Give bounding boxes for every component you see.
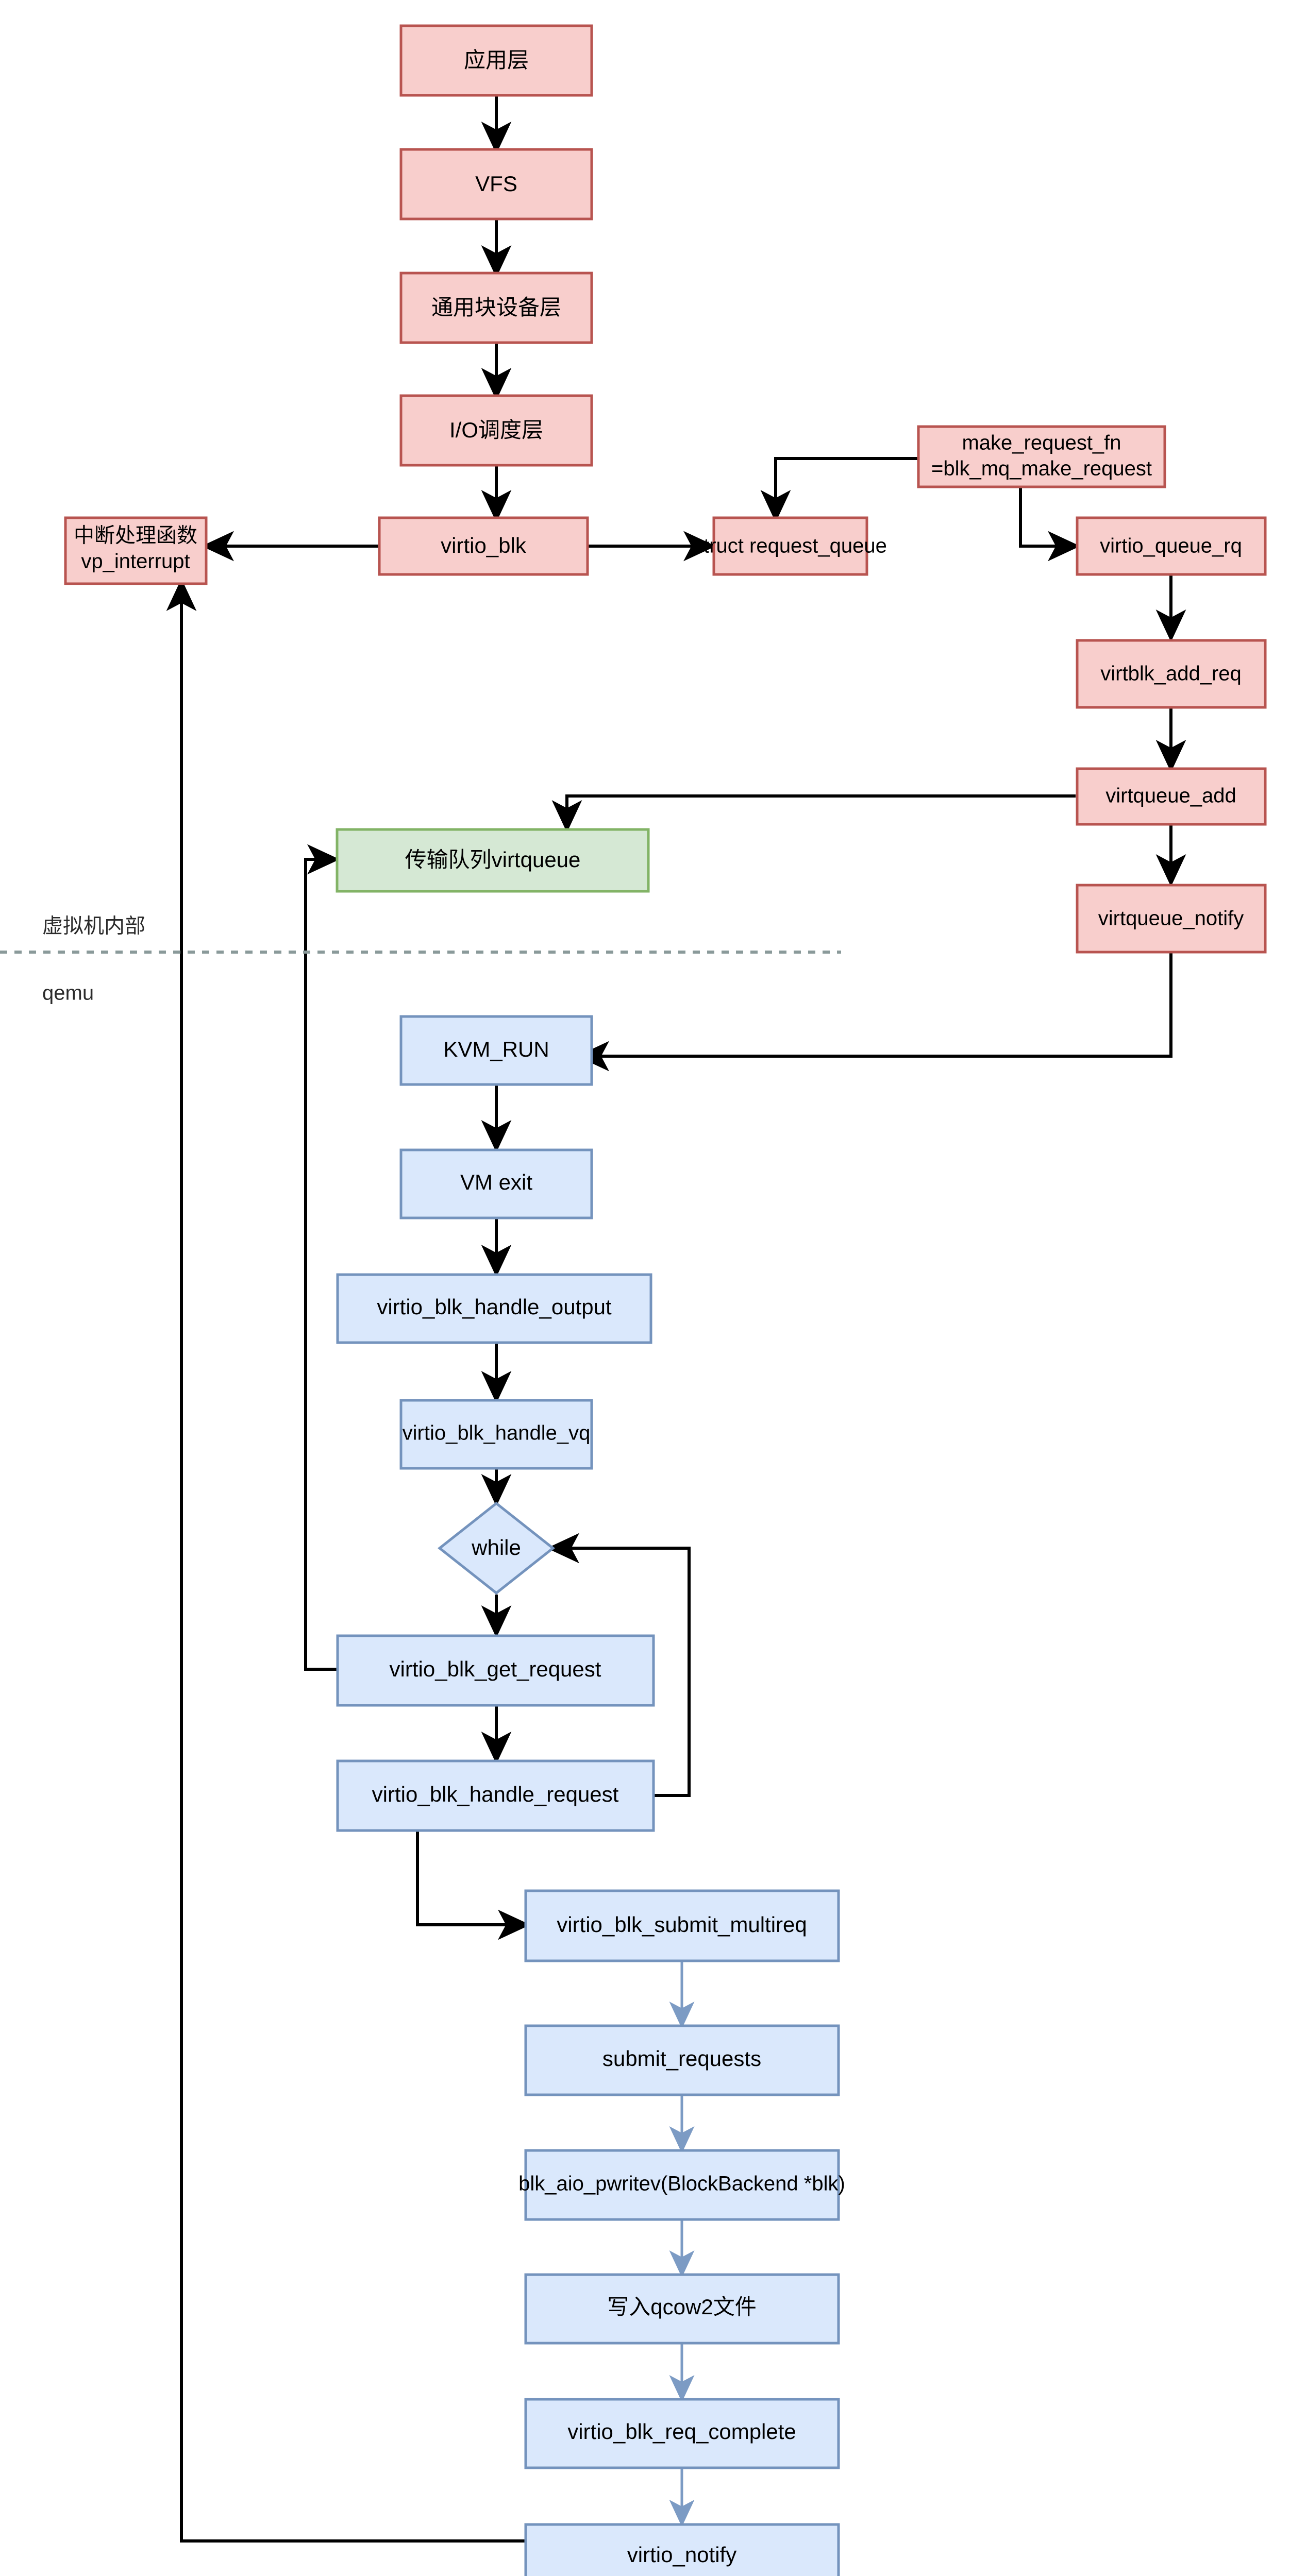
node-virtio-blk-submit-multireq[interactable]: virtio_blk_submit_multireq bbox=[524, 1889, 840, 1962]
node-submit-requests[interactable]: submit_requests bbox=[524, 2024, 840, 2096]
node-label-struct-request-queue: struct request_queue bbox=[693, 535, 887, 557]
node-label-io-scheduler-layer: I/O调度层 bbox=[449, 418, 543, 442]
node-label-blk-aio-pwritev: blk_aio_pwritev(BlockBackend *blk) bbox=[518, 2173, 845, 2195]
node-label-virtblk-add-req: virtblk_add_req bbox=[1100, 663, 1242, 685]
node-label-app-layer: 应用层 bbox=[464, 48, 529, 72]
node-transport-virtqueue[interactable]: 传输队列virtqueue bbox=[336, 828, 650, 893]
node-vm-exit[interactable]: VM exit bbox=[399, 1148, 593, 1219]
node-label-virtio-blk: virtio_blk bbox=[441, 533, 527, 557]
node-label-virtqueue-notify: virtqueue_notify bbox=[1098, 907, 1244, 930]
node-label-while: while bbox=[471, 1535, 521, 1560]
node-struct-request-queue[interactable]: struct request_queue bbox=[693, 516, 887, 576]
node-virtio-notify[interactable]: virtio_notify bbox=[524, 2523, 840, 2576]
node-label-vp-interrupt-line1: 中断处理函数 bbox=[74, 524, 197, 547]
node-virtio-queue-rq[interactable]: virtio_queue_rq bbox=[1076, 516, 1267, 576]
node-label-submit-requests: submit_requests bbox=[602, 2046, 761, 2071]
node-label-virtio-blk-handle-output: virtio_blk_handle_output bbox=[377, 1295, 612, 1319]
node-label-virtio-queue-rq: virtio_queue_rq bbox=[1100, 535, 1242, 557]
node-virtio-blk[interactable]: virtio_blk bbox=[378, 516, 589, 576]
node-label-make-request-fn-line1: make_request_fn bbox=[962, 432, 1121, 454]
node-write-qcow2[interactable]: 写入qcow2文件 bbox=[524, 2273, 840, 2345]
node-generic-block-layer[interactable]: 通用块设备层 bbox=[399, 272, 593, 344]
node-virtblk-add-req[interactable]: virtblk_add_req bbox=[1076, 639, 1267, 709]
node-label-vfs: VFS bbox=[475, 172, 517, 196]
node-vp-interrupt[interactable]: 中断处理函数 vp_interrupt bbox=[64, 516, 208, 585]
edge-get-request-to-transport-virtqueue bbox=[304, 844, 340, 1671]
node-vfs[interactable]: VFS bbox=[399, 148, 593, 221]
node-label-make-request-fn-line2: =blk_mq_make_request bbox=[931, 457, 1152, 480]
node-virtqueue-add[interactable]: virtqueue_add bbox=[1076, 767, 1267, 826]
node-label-vm-exit: VM exit bbox=[460, 1170, 532, 1194]
node-label-virtio-blk-req-complete: virtio_blk_req_complete bbox=[567, 2419, 796, 2444]
edge-handle-request-to-while bbox=[547, 1533, 691, 1797]
zone-label-guest: 虚拟机内部 bbox=[42, 915, 145, 938]
node-label-virtio-notify: virtio_notify bbox=[627, 2543, 736, 2567]
node-label-virtio-blk-submit-multireq: virtio_blk_submit_multireq bbox=[557, 1912, 807, 1937]
node-virtio-blk-req-complete[interactable]: virtio_blk_req_complete bbox=[524, 2398, 840, 2469]
node-label-virtio-blk-handle-request: virtio_blk_handle_request bbox=[372, 1782, 619, 1806]
node-label-virtqueue-add: virtqueue_add bbox=[1105, 785, 1236, 807]
node-kvm-run[interactable]: KVM_RUN bbox=[399, 1015, 593, 1086]
node-label-kvm-run: KVM_RUN bbox=[443, 1037, 549, 1061]
zone-label-qemu: qemu bbox=[42, 982, 94, 1005]
edge-virtio-notify-to-vp-interrupt bbox=[166, 579, 529, 2543]
node-io-scheduler-layer[interactable]: I/O调度层 bbox=[399, 394, 593, 467]
edges-black bbox=[166, 95, 1186, 2543]
node-virtio-blk-handle-request[interactable]: virtio_blk_handle_request bbox=[336, 1759, 655, 1832]
edge-handle-request-to-submit-multireq bbox=[416, 1831, 530, 1940]
node-virtio-blk-get-request[interactable]: virtio_blk_get_request bbox=[336, 1634, 655, 1707]
node-label-transport-virtqueue: 传输队列virtqueue bbox=[405, 848, 581, 872]
node-label-virtio-blk-handle-vq: virtio_blk_handle_vq bbox=[403, 1422, 591, 1445]
node-virtio-blk-handle-output[interactable]: virtio_blk_handle_output bbox=[336, 1273, 652, 1344]
node-blk-aio-pwritev[interactable]: blk_aio_pwritev(BlockBackend *blk) bbox=[518, 2149, 845, 2221]
node-while[interactable]: while bbox=[437, 1501, 556, 1595]
node-label-write-qcow2: 写入qcow2文件 bbox=[607, 2295, 756, 2319]
edge-virtqueue-add-to-transport-virtqueue bbox=[551, 794, 1076, 833]
node-app-layer[interactable]: 应用层 bbox=[399, 24, 593, 97]
edge-make-request-fn-to-struct-request-queue bbox=[760, 457, 917, 522]
node-label-virtio-blk-get-request: virtio_blk_get_request bbox=[390, 1657, 601, 1681]
node-make-request-fn[interactable]: make_request_fn =blk_mq_make_request bbox=[917, 425, 1166, 488]
node-label-vp-interrupt-line2: vp_interrupt bbox=[81, 550, 190, 573]
node-label-generic-block-layer: 通用块设备层 bbox=[431, 295, 561, 319]
edge-make-request-fn-to-virtio-queue-rq bbox=[1019, 487, 1080, 562]
node-virtio-blk-handle-vq[interactable]: virtio_blk_handle_vq bbox=[399, 1399, 593, 1470]
edge-virtqueue-notify-to-kvm-run bbox=[577, 952, 1172, 1072]
node-virtqueue-notify[interactable]: virtqueue_notify bbox=[1076, 884, 1267, 954]
